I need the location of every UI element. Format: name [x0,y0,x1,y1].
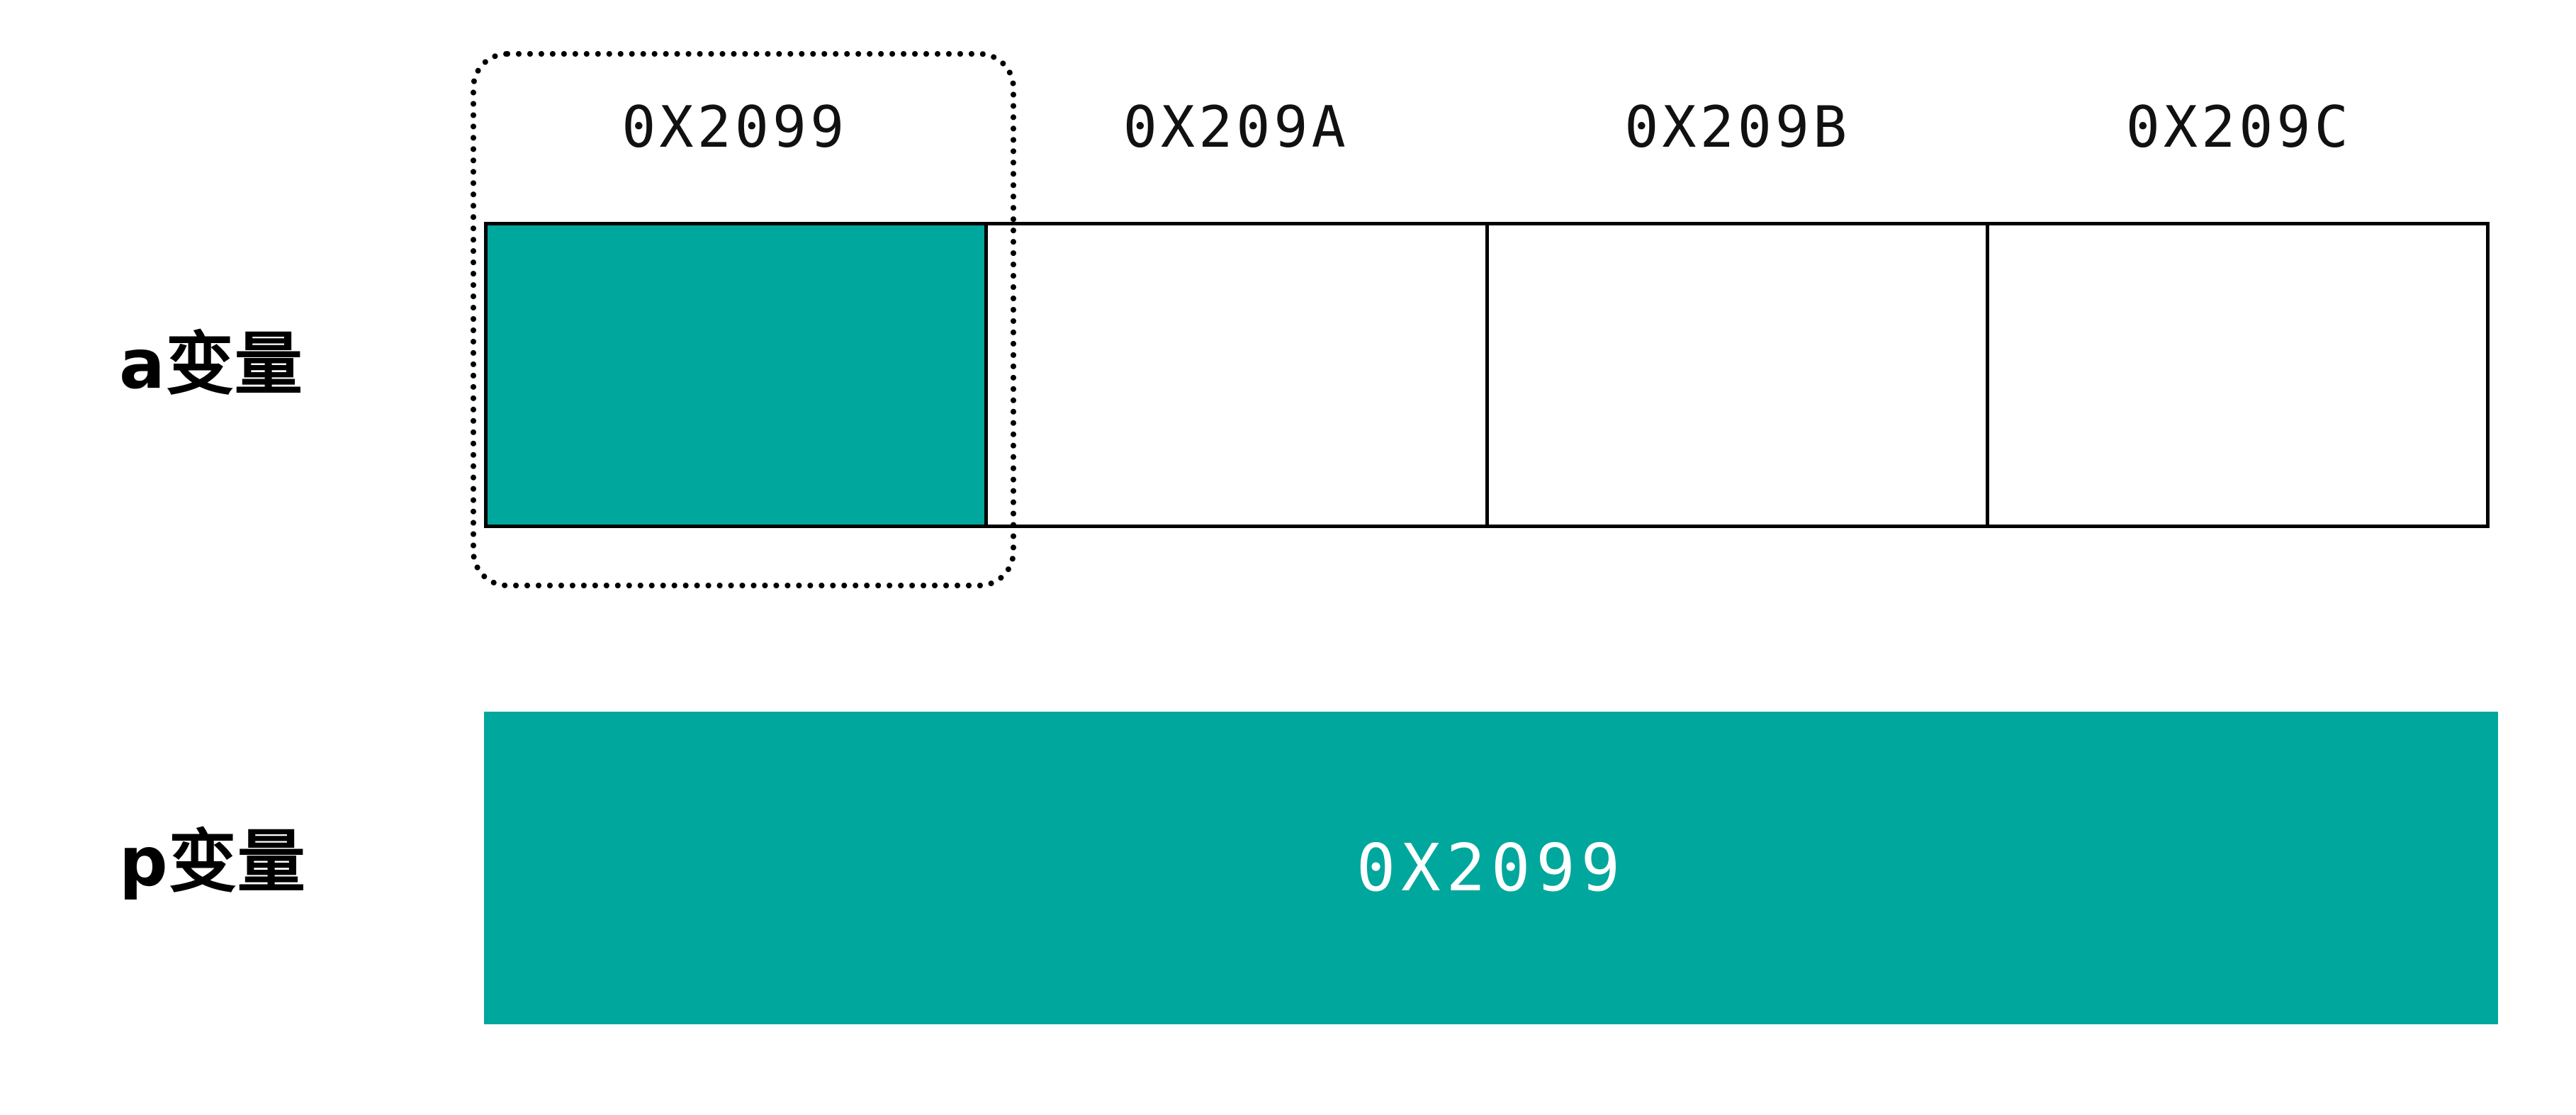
memory-cell-table [484,222,2490,528]
pointer-value-text: 0X2099 [1356,830,1626,906]
address-header-row: 0X2099 0X209A 0X209B 0X209C [484,85,2490,170]
address-label-2: 0X209B [1624,94,1851,160]
memory-cell-0x2099 [488,225,989,525]
pointer-value-bar: 0X2099 [484,712,2498,1024]
address-label-3: 0X209C [2125,94,2352,160]
address-label-0: 0X2099 [621,94,848,160]
address-label-1: 0X209A [1123,94,1349,160]
variable-p-label: p变量 [119,822,306,902]
variable-a-label: a变量 [119,325,303,404]
memory-cell-0x209a [988,225,1489,525]
memory-cell-0x209b [1488,225,1989,525]
memory-cell-0x209c [1989,225,2486,525]
